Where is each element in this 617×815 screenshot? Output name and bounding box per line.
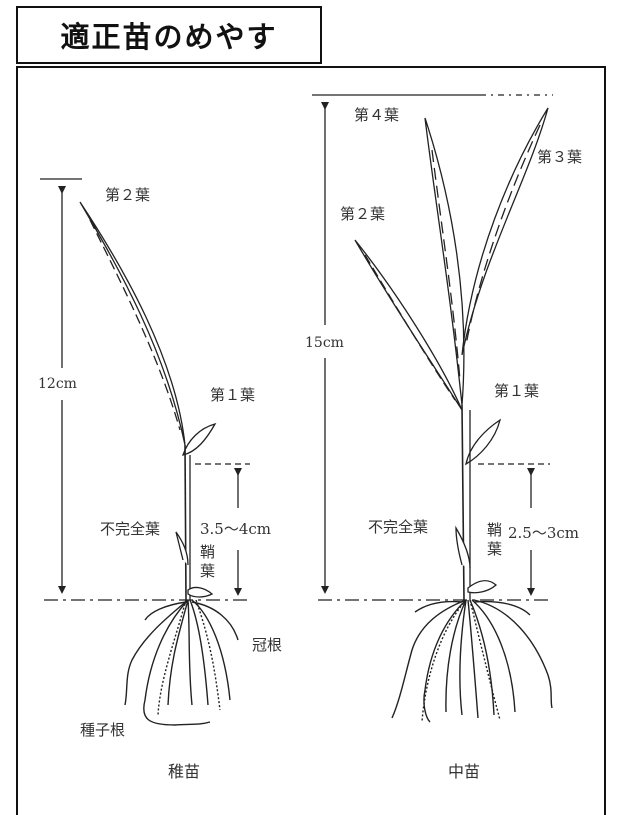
medium-incomplete-leaf-label: 不完全葉: [368, 520, 428, 535]
young-leaf1-label: 第１葉: [210, 388, 255, 403]
young-caption: 稚苗: [168, 764, 200, 780]
medium-caption: 中苗: [448, 764, 480, 780]
medium-roots: [392, 600, 552, 722]
young-seed-root-label: 種子根: [80, 723, 125, 738]
young-leaf1: [183, 424, 215, 455]
medium-leaf1: [466, 420, 500, 464]
young-crown-root-label: 冠根: [252, 638, 282, 653]
medium-seedling: [312, 95, 553, 722]
young-roots: [125, 600, 238, 725]
young-incomplete-leaf-label: 不完全葉: [100, 522, 160, 537]
medium-leaf2-label: 第２葉: [340, 207, 385, 222]
medium-leaf3: [462, 108, 548, 355]
medium-height-label: 15cm: [305, 336, 344, 350]
medium-sheath-height-label: 2.5～3cm: [508, 526, 579, 541]
medium-leaf3-label: 第３葉: [537, 150, 582, 165]
young-leaf2: [80, 202, 185, 445]
young-height-label: 12cm: [38, 377, 77, 391]
young-seedling: [40, 179, 250, 725]
medium-leaf4-label: 第４葉: [354, 108, 399, 123]
young-sheath-leaf-label: 鞘葉: [199, 544, 214, 582]
medium-stem: [462, 405, 464, 600]
medium-sheath-leaf-label: 鞘葉: [486, 522, 501, 560]
young-sheath-height-label: 3.5～4cm: [200, 522, 271, 537]
young-leaf2-label: 第２葉: [105, 188, 150, 203]
medium-leaf1-label: 第１葉: [494, 384, 539, 399]
young-stem: [185, 445, 186, 600]
